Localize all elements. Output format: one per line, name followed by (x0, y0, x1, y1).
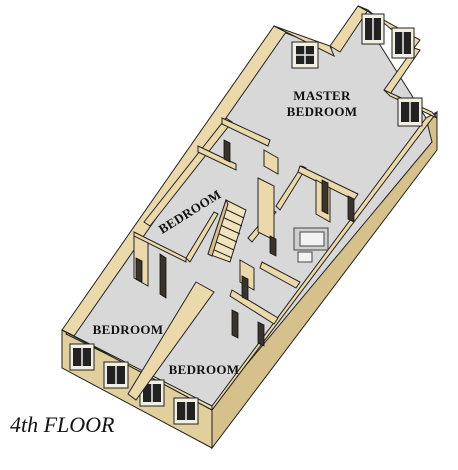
bathroom-fixtures (293, 227, 329, 263)
window-group (69, 13, 423, 425)
staircase (207, 198, 247, 263)
master-bedroom-label-line2: BEDROOM (287, 104, 358, 119)
bedroom-right-label: BEDROOM (169, 362, 240, 377)
floor-title: 4th FLOOR (10, 412, 115, 437)
master-bedroom-label-line1: MASTER (293, 88, 351, 103)
bedroom-left-label: BEDROOM (93, 322, 164, 337)
exterior-wall-top (273, 25, 335, 58)
doors (135, 139, 355, 347)
exterior-wall-right (211, 111, 438, 412)
